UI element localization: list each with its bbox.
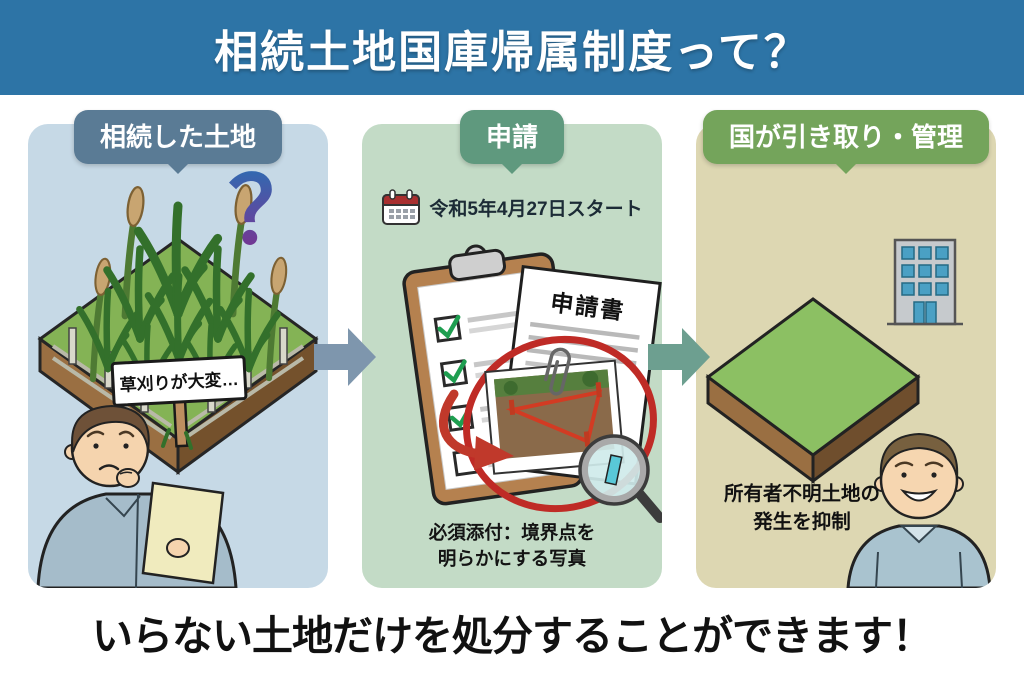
government-building-icon	[887, 238, 963, 326]
worried-owner-illustration	[36, 404, 238, 588]
flow-arrow-1-icon	[314, 328, 376, 386]
paperclip-icon	[543, 347, 571, 396]
managed-land-illustration	[705, 238, 963, 484]
owner-eye-left	[93, 443, 99, 449]
panel-application-body: 令和5年4月27日スタート	[362, 124, 662, 588]
footer-banner: いらない土地だけを処分することができます！	[0, 602, 1024, 662]
panel-state-management: 所有者不明土地の 発生を抑制 国が引き取り・管理	[696, 110, 996, 588]
photo-requirement-caption: 必須添付：境界点を 明らかにする写真	[362, 520, 662, 572]
owner-eye-right	[123, 443, 129, 449]
boundary-lines	[505, 389, 603, 445]
photo-requirement-line1: 必須添付：境界点を	[428, 522, 596, 544]
clean-land-plot	[705, 297, 921, 484]
boundary-photo	[484, 359, 625, 475]
panel-application: 令和5年4月27日スタート	[362, 110, 662, 588]
smiling-owner-eyebrows	[894, 461, 944, 468]
suppression-caption: 所有者不明土地の 発生を抑制	[696, 480, 908, 537]
suppression-line2: 発生を抑制	[753, 511, 851, 534]
panel-inherited-land: ？	[28, 110, 328, 588]
magnifier-icon	[578, 434, 662, 523]
header-banner: 相続土地国庫帰属制度って？	[0, 0, 1024, 95]
owner-paper	[141, 481, 225, 585]
owner-hand-fingers	[119, 471, 133, 475]
panel-label-application: 申請	[459, 110, 565, 164]
smiling-owner-eye-left	[901, 472, 907, 478]
owner-shirt-lines	[105, 493, 141, 588]
photo-requirement-line2: 明らかにする写真	[437, 548, 587, 570]
question-mark-icon: ？	[227, 161, 320, 263]
owner-hand-paper	[166, 538, 190, 558]
calendar-icon	[382, 189, 421, 225]
smiling-owner-body	[846, 524, 992, 588]
red-highlight-circle	[463, 335, 657, 513]
start-date-text: 令和5年4月27日スタート	[429, 198, 643, 220]
red-arrow-icon	[439, 389, 514, 470]
grass-at-post	[161, 428, 193, 450]
suppression-line1: 所有者不明土地の	[723, 483, 880, 505]
panel-label-state-management: 国が引き取り・管理	[702, 110, 990, 164]
start-date-row: 令和5年4月27日スタート	[362, 188, 662, 226]
overgrown-land-illustration: 草刈りが大変…	[37, 164, 319, 475]
owner-mouth-frown	[98, 464, 120, 471]
application-documents-illustration: 申請書	[402, 244, 662, 523]
owner-eyebrows	[86, 430, 135, 438]
panel-state-management-body: 所有者不明土地の 発生を抑制	[696, 124, 996, 588]
panel-label-inherited-land: 相続した土地	[73, 110, 283, 164]
panel-inherited-land-body: ？	[28, 124, 328, 588]
smiling-owner-arm-lines	[875, 551, 963, 588]
footer-message: いらない土地だけを処分することができます！	[92, 613, 933, 659]
page-title: 相続土地国庫帰属制度って？	[214, 27, 810, 77]
owner-hair	[71, 404, 150, 453]
smiling-owner-eye-right	[931, 472, 937, 478]
flow-arrow-2-icon	[648, 328, 710, 386]
smiling-owner-smile	[900, 489, 938, 502]
sign-board: 草刈りが大変…	[110, 355, 248, 448]
smiling-owner-illustration	[846, 432, 992, 588]
smiling-owner-collar	[899, 525, 939, 544]
smiling-owner-hair	[879, 432, 959, 479]
